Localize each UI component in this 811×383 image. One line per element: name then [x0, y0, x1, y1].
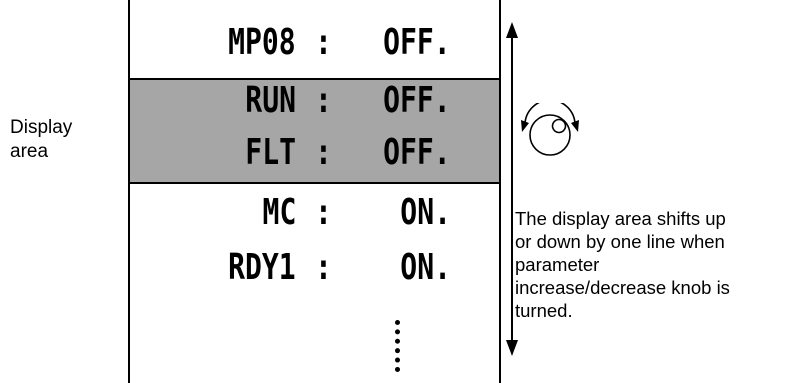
knob-description: The display area shifts up or down by on…: [515, 207, 811, 322]
desc-line2: or down by one line when: [515, 231, 725, 252]
param-row-flt: FLT : OFF.: [130, 130, 499, 176]
param-separator: :: [315, 192, 332, 233]
param-value: ON.: [400, 247, 451, 288]
param-row-run: RUN : OFF.: [130, 78, 499, 124]
param-separator: :: [315, 247, 332, 288]
more-rows-ellipsis: [395, 320, 401, 372]
param-name: MP08: [228, 22, 296, 63]
param-separator: :: [315, 80, 332, 121]
display-area-label-line1: Display: [10, 117, 73, 138]
param-separator: :: [315, 22, 332, 63]
param-separator: :: [315, 132, 332, 173]
param-name: FLT: [245, 132, 296, 173]
desc-line1: The display area shifts up: [515, 208, 726, 229]
param-name: MC: [262, 192, 296, 233]
desc-line3: parameter: [515, 254, 600, 275]
param-row-mc: MC : ON.: [130, 190, 499, 236]
param-name: RDY1: [228, 247, 296, 288]
param-row-rdy1: RDY1 : ON.: [130, 245, 499, 291]
param-row-mp08: MP08 : OFF.: [130, 20, 499, 66]
double-headed-vertical-arrow-icon: [506, 22, 518, 356]
param-value: OFF.: [383, 132, 451, 173]
param-name: RUN: [245, 80, 296, 121]
desc-line5: turned.: [515, 300, 573, 321]
param-value: OFF.: [383, 22, 451, 63]
desc-line4: increase/decrease knob is: [515, 277, 730, 298]
param-value: OFF.: [383, 80, 451, 121]
parameter-display-panel: MP08 : OFF. RUN : OFF. FLT : OFF. MC : O…: [128, 0, 501, 383]
rotary-knob-icon: [521, 103, 579, 156]
display-area-highlight: [130, 78, 499, 184]
display-area-label: Display area: [10, 116, 72, 164]
display-area-label-line2: area: [10, 141, 49, 162]
param-value: ON.: [400, 192, 451, 233]
